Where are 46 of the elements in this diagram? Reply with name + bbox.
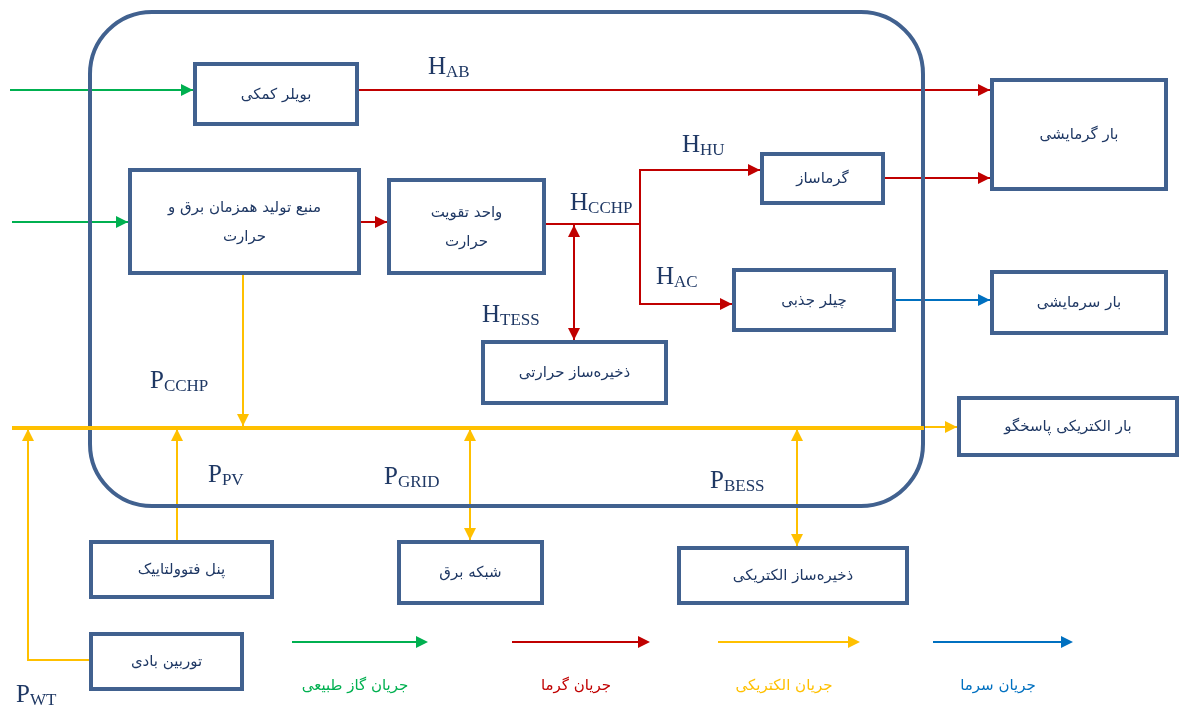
- arrow: [9, 84, 194, 96]
- system-boundary: [88, 10, 925, 508]
- box-label: ذخیره‌ساز حرارتی: [518, 362, 631, 384]
- box-label: گرماساز: [796, 168, 849, 190]
- process-box: [957, 396, 1179, 457]
- box-label: شبکه برق: [439, 562, 502, 584]
- arrow: [568, 224, 580, 341]
- process-box: [732, 268, 896, 332]
- process-box: [397, 540, 544, 605]
- box-label: واحد تقویت حرارت: [429, 202, 504, 252]
- legend-label: جریان گرما: [540, 676, 612, 694]
- process-box: [387, 178, 546, 275]
- process-box: [990, 78, 1168, 191]
- process-box: [89, 540, 274, 599]
- box-label: بار گرمایشی: [1039, 124, 1119, 146]
- legend-label: جریان گاز طبیعی: [301, 676, 409, 694]
- process-box: [128, 168, 361, 275]
- box-label: بار سرمایشی: [1036, 292, 1122, 314]
- arrow: [791, 428, 803, 547]
- process-box: [760, 152, 885, 205]
- arrow: [923, 421, 958, 433]
- arrow: [545, 223, 733, 310]
- box-label: بویلر کمکی: [240, 83, 312, 105]
- arrow: [884, 172, 991, 184]
- arrow: [237, 274, 249, 427]
- box-label: منبع تولید همزمان برق و حرارت: [166, 197, 322, 247]
- legend-label: جریان سرما: [960, 676, 1036, 694]
- arrow: [895, 294, 991, 306]
- arrow: [360, 216, 388, 228]
- arrow: [22, 428, 90, 661]
- arrow: [464, 428, 476, 541]
- process-box: [193, 62, 359, 126]
- process-box: [89, 632, 244, 691]
- arrow: [171, 428, 183, 541]
- arrow: [358, 84, 991, 96]
- box-label: چیلر جذبی: [781, 289, 847, 311]
- box-label: بار الکتریکی پاسخگو: [1004, 416, 1132, 438]
- arrow: [11, 216, 129, 228]
- box-label: توربین بادی: [130, 651, 203, 673]
- process-box: [677, 546, 909, 605]
- legend-label: جریان الکتریکی: [735, 676, 833, 694]
- box-label: پنل فتوولتاییک: [137, 559, 226, 581]
- process-box: [990, 270, 1168, 335]
- process-box: [481, 340, 668, 405]
- box-label: ذخیره‌ساز الکتریکی: [732, 565, 854, 587]
- flow-label: H$_{CCHP}$: [569, 188, 634, 218]
